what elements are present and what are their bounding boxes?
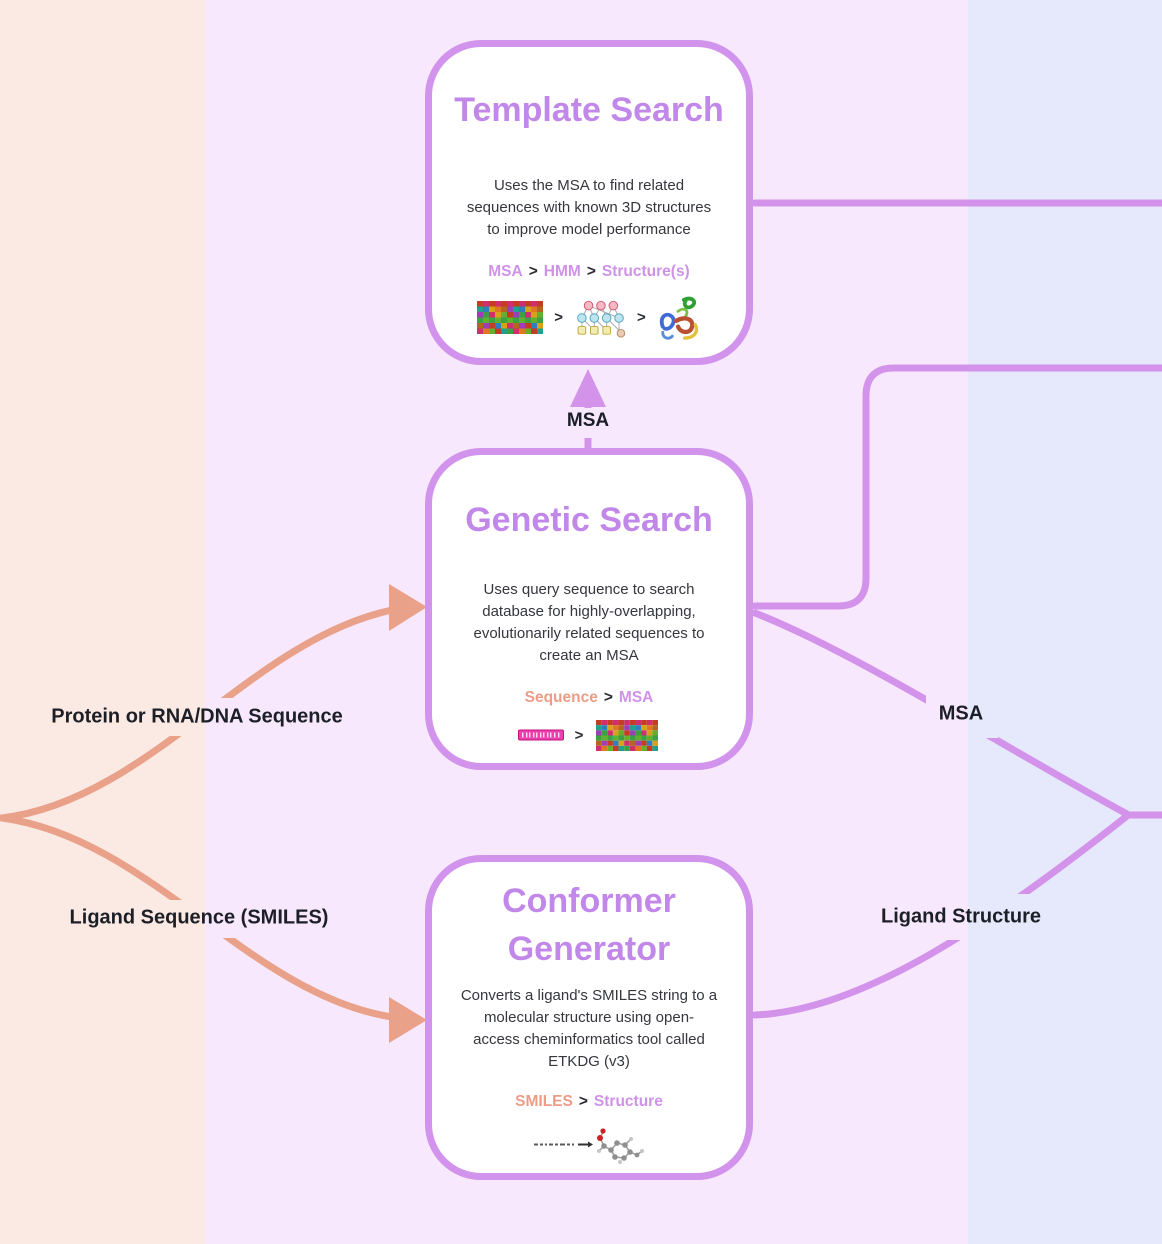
template-search-node: Template Search Uses the MSA to find rel… <box>425 40 753 365</box>
template-search-icon-row: > <box>477 294 701 342</box>
conformer-generator-title: Conformer Generator <box>502 882 676 968</box>
sequence-bar-icon <box>517 729 564 741</box>
msa-alignment-icon <box>596 719 659 751</box>
conformer-generator-description: Converts a ligand's SMILES string to a m… <box>460 987 718 1071</box>
bg-strip-left <box>0 0 205 1244</box>
label-mask <box>968 692 998 738</box>
ligand-structure-label: Ligand Structure <box>880 905 1042 928</box>
hmm-graph-icon <box>577 300 626 338</box>
msa-alignment-icon <box>477 301 544 335</box>
chevron-separator: > <box>554 309 563 327</box>
label-mask <box>58 900 205 938</box>
msa-output-label: MSA <box>938 702 984 725</box>
msa-up-arrowhead <box>570 369 606 407</box>
smiles-to-structure-icon <box>534 1128 644 1165</box>
formula-separator: > <box>528 262 538 280</box>
template-search-io-formula: MSA > HMM > Structure(s) <box>488 263 689 281</box>
formula-separator: > <box>586 262 596 280</box>
label-mask <box>30 698 205 736</box>
ligand-input-arrowhead <box>389 997 427 1043</box>
protein-input-arrowhead <box>389 584 427 631</box>
genetic-search-node: Genetic Search Uses query sequence to se… <box>425 448 753 770</box>
genetic-search-io-formula: Sequence > MSA <box>525 689 654 707</box>
conformer-generator-node: Conformer Generator Converts a ligand's … <box>425 855 753 1180</box>
formula-separator: > <box>578 1093 588 1111</box>
conformer-generator-icon-row <box>533 1124 645 1166</box>
template-search-description: Uses the MSA to find related sequences w… <box>466 176 712 238</box>
label-mask <box>866 894 968 940</box>
label-mask <box>926 692 968 738</box>
formula-term: MSA <box>488 262 523 280</box>
genetic-search-title: Genetic Search <box>465 501 713 539</box>
conformer-generator-io-formula: SMILES > Structure <box>515 1093 663 1111</box>
template-search-title: Template Search <box>454 91 724 129</box>
genetic-search-description: Uses query sequence to search database f… <box>473 580 705 664</box>
protein-sequence-label: Protein or RNA/DNA Sequence <box>51 705 343 728</box>
label-mask <box>205 900 340 938</box>
label-mask <box>968 894 1058 940</box>
msa-to-template-label: MSA <box>566 410 610 431</box>
formula-term: Structure(s) <box>601 262 690 280</box>
formula-separator: > <box>603 688 613 706</box>
formula-term: HMM <box>543 262 581 280</box>
formula-term: SMILES <box>515 1093 573 1111</box>
bg-strip-right <box>968 0 1162 1244</box>
formula-term: MSA <box>618 688 654 706</box>
formula-term: Sequence <box>524 688 598 706</box>
label-mask <box>205 698 364 736</box>
genetic-to-model-line <box>751 364 1162 610</box>
ligand-sequence-label: Ligand Sequence (SMILES) <box>69 906 329 929</box>
protein-structure-icon <box>659 296 698 340</box>
chevron-separator: > <box>574 726 584 744</box>
formula-term: Structure <box>593 1093 663 1111</box>
genetic-search-icon-row: > <box>517 719 661 751</box>
ligand-structure-output-curve <box>751 812 1131 1019</box>
label-mask <box>556 408 620 438</box>
chevron-separator: > <box>637 309 646 327</box>
